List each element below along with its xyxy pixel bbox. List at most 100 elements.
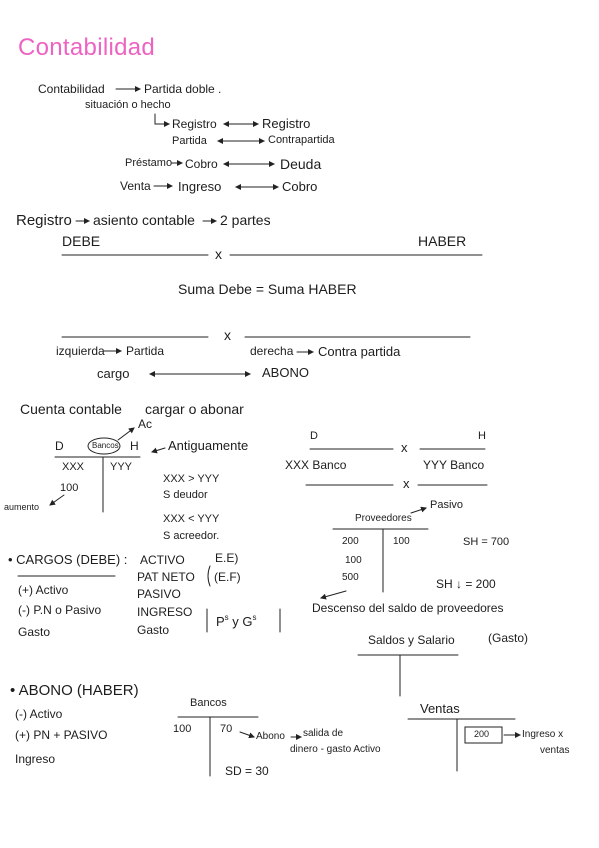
page-title: Contabilidad [18,34,156,61]
intro-cobro: Cobro [282,179,318,194]
deudor-rule: XXX > YYY [163,473,220,485]
intro-partida: Partida [172,135,207,147]
debit-entry: XXX Banco [285,458,347,472]
account-type: Gasto [137,623,170,637]
debit-entry: 100 [173,723,192,735]
intro-cobro: Cobro [185,157,218,171]
ventas-note: ventas [540,745,570,756]
aumento-note: aumento [4,502,40,512]
intro-contabilidad: Contabilidad [38,82,105,96]
account-name: Bancos [190,697,227,709]
abono-label: ABONO [262,365,309,380]
registro-partes: 2 partes [220,212,271,228]
acreedor-rule: XXX < YYY [163,513,220,525]
registro-asiento: asiento contable [93,212,195,228]
cross-mark: x [401,440,408,455]
cuenta-heading-b: cargar o abonar [145,401,244,417]
pasivo-note: Pasivo [430,499,464,511]
debit-side-label: D [55,439,64,453]
brace-mark [207,565,211,587]
y-word: y [232,614,239,629]
cuenta-heading: Cuenta contable [20,401,122,417]
account-name: Ventas [420,701,460,716]
account-type: INGRESO [137,605,193,619]
saldo-haber-decrease: SH ↓ = 200 [436,577,496,591]
account-name: Bancos [92,441,119,450]
list-item: Ingreso [15,752,56,766]
intro-prestamo: Préstamo [125,157,173,169]
account-type: PAT NETO [137,570,195,584]
superscript: s [224,613,229,622]
cargos-heading: • CARGOS (DEBE) : [8,552,128,567]
izquierda-label: izquierda [56,344,105,358]
debit-side-label: D [310,430,318,442]
gasto-tag: (Gasto) [488,631,529,645]
g-letter: G [242,614,253,629]
credit-side-label: H [130,439,139,453]
account-name: Proveedores [355,513,412,524]
intro-ingreso: Ingreso [178,179,222,194]
arrow-left-icon [151,447,166,454]
intro-partida-doble: Partida doble . [144,82,222,96]
intro-situacion: situación o hecho [85,99,171,111]
perdidas-ganancias: Ps y Gs [216,613,257,629]
ingreso-note: Ingreso x [522,729,564,740]
arrow-right-icon [239,731,255,739]
antiguamente-note: Antiguamente [168,438,249,453]
list-item: (+) PN + PASIVO [15,728,108,742]
arrow-down-left-icon [320,590,347,600]
cross-mark: x [215,246,222,262]
account-name: Saldos y Salario [368,633,455,647]
haber-label: HABER [418,233,467,249]
statement-ef: (E.F) [214,570,241,584]
list-item: (+) Activo [18,583,69,597]
dinero-note: dinero - gasto Activo [290,744,381,755]
saldo-deudor: SD = 30 [225,764,269,778]
list-item: (-) Activo [15,707,63,721]
credit-entry: 100 [393,536,410,547]
salida-note: salida de [303,728,344,739]
intro-venta: Venta [120,179,151,193]
list-item: (-) P.N o Pasivo [18,603,102,617]
debit-entry: 100 [60,482,79,494]
abono-note: Abono [256,731,285,742]
credit-entry: YYY Banco [423,458,485,472]
credit-side-label: H [478,430,486,442]
arrow-right-icon [117,427,135,441]
arrow-down-left-icon [49,494,65,506]
cross-mark: x [224,327,231,343]
account-type: ACTIVO [140,553,185,567]
abono-heading: • ABONO (HABER) [10,682,139,699]
ac-label: Ac [138,417,153,431]
intro-contrapartida: Contrapartida [268,134,335,146]
registro-label: Registro [16,212,72,229]
debit-entry: 500 [342,572,359,583]
intro-registro-right: Registro [262,116,311,131]
account-type: PASIVO [137,587,181,601]
superscript: s [252,613,257,622]
saldo-haber-total: SH = 700 [463,536,510,548]
deudor-label: S deudor [163,489,208,501]
suma-equation: Suma Debe = Suma HABER [178,281,357,297]
debe-label: DEBE [62,233,101,249]
p-letter: P [216,614,225,629]
list-item: Gasto [18,625,51,639]
partida-label: Partida [126,344,165,358]
arrow-right-icon [410,506,427,514]
contra-partida-label: Contra partida [318,344,401,359]
debit-entry: 200 [342,536,359,547]
value-box [464,726,503,744]
debit-entry: 100 [345,555,362,566]
cargo-label: cargo [97,366,130,381]
credit-value: YYY [110,461,133,473]
acreedor-label: S acreedor. [163,530,220,542]
credit-entry: 70 [220,723,233,735]
descenso-note: Descenso del saldo de proveedores [312,601,504,615]
derecha-label: derecha [250,344,294,358]
cross-mark: x [403,476,410,491]
credit-entry: 200 [474,729,490,739]
intro-deuda: Deuda [280,156,322,172]
arrow-turn-right-icon [154,113,170,127]
